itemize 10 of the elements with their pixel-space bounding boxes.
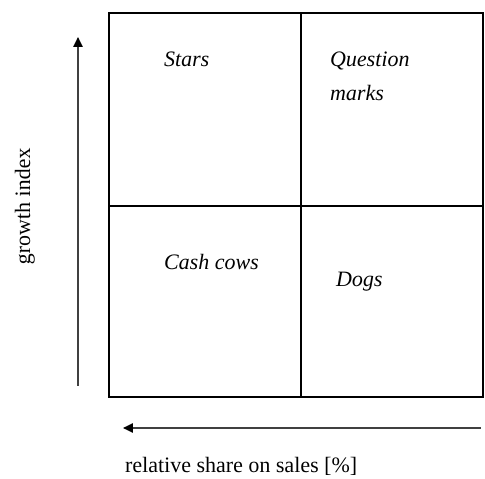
matrix-quadrant	[108, 12, 302, 207]
quadrant-label: Dogs	[336, 265, 384, 293]
matrix-quadrant	[300, 205, 484, 398]
axis-label: relative share on sales [%]	[125, 452, 358, 478]
quadrant-label: Question marks	[330, 45, 410, 107]
quadrant-label: Cash cows	[164, 248, 260, 276]
matrix-quadrant	[108, 205, 302, 398]
quadrant-label: Stars	[164, 45, 210, 73]
axis-label: growth index	[10, 146, 36, 266]
matrix-quadrant	[300, 12, 484, 207]
